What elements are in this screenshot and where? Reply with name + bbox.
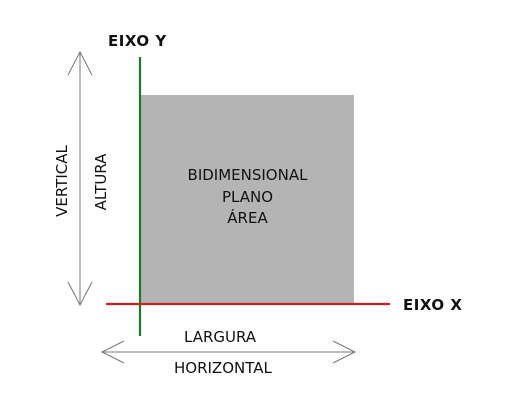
width-label: LARGURA (184, 328, 257, 346)
horizontal-label: HORIZONTAL (174, 359, 272, 377)
vertical-label: VERTICAL (53, 145, 71, 217)
horizontal-double-arrow (100, 340, 357, 364)
plane-area-rectangle (141, 95, 354, 305)
x-axis-label: EIXO X (403, 296, 463, 314)
y-axis-label: EIXO Y (108, 32, 167, 50)
height-label: ALTURA (92, 153, 110, 211)
label-plano: PLANO (221, 188, 274, 206)
label-area: ÁREA (227, 209, 268, 227)
label-bidimensional: BIDIMENSIONAL (187, 166, 308, 184)
vertical-double-arrow (67, 50, 93, 307)
